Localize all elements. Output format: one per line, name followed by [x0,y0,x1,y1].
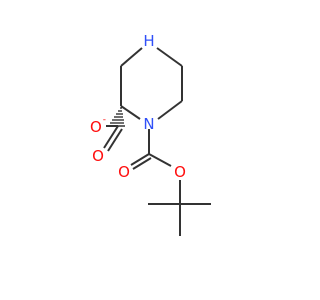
bond-c3-nh [120,47,143,67]
bond-c-o-double-b [132,157,152,170]
structure-diagram: H N O- O O O [90,32,211,236]
atom-n-boc: N [143,115,154,133]
hashed-wedge-bond [108,107,125,127]
atom-o-anion: O- [90,115,106,136]
bond-c-o-ester [148,153,172,167]
atom-nh: H [143,32,154,50]
atom-o-carbamate-double: O [118,163,130,181]
atom-o-anion-symbol: O [90,118,102,136]
bond-c-o-double-1 [103,125,119,149]
bond-c5-n1 [157,100,183,120]
bond-nh-c6 [156,47,183,67]
bond-n1-c2 [120,105,141,120]
atom-o-carboxyl-double: O [92,147,104,165]
atom-o-anion-charge: - [103,115,106,125]
bond-c-o-double-a [130,153,150,166]
atom-o-ester: O [174,163,186,181]
bond-c-o-double-2 [107,128,123,152]
